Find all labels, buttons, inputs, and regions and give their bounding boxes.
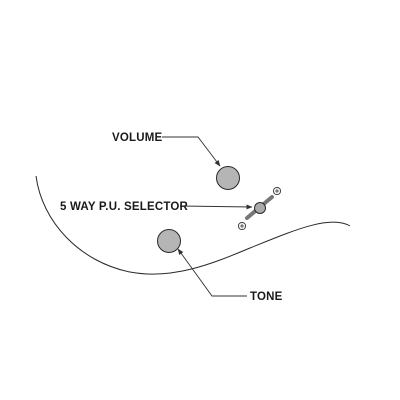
selector-screw-bottom-icon [237,221,247,231]
selector-lever-tip [254,202,266,214]
tone-knob [157,229,181,253]
guitar-body-outline [35,175,351,275]
pickup-selector-switch [237,186,282,231]
volume-label: VOLUME [112,132,163,144]
tone-leader-arrow [177,248,247,297]
tone-label: TONE [250,291,283,303]
selector-screw-top-icon [272,186,282,196]
volume-leader-arrow [162,136,221,167]
selector-leader-arrow [179,204,253,210]
volume-knob [216,166,240,190]
selector-label: 5 WAY P.U. SELECTOR [60,201,188,213]
